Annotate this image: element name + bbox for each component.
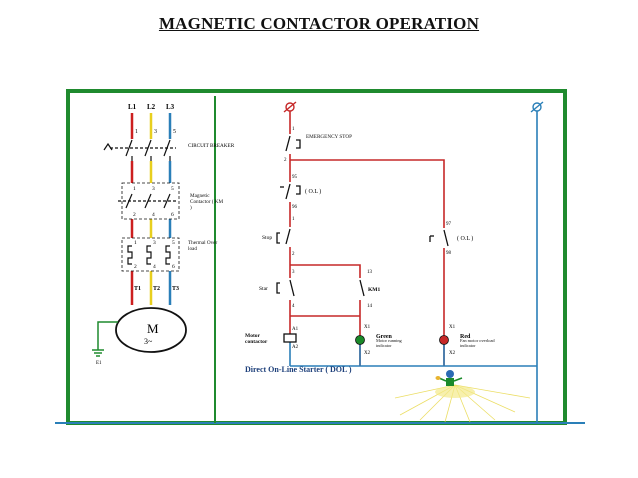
mc-terminal-2: 2 bbox=[133, 212, 136, 218]
thermal-overload: 1 3 5 2 4 6 bbox=[121, 237, 180, 272]
overload-no-contact bbox=[429, 228, 452, 248]
terminal-5: 5 bbox=[173, 129, 176, 135]
node-97: 97 bbox=[446, 222, 452, 227]
stop-button bbox=[276, 227, 298, 247]
mc-terminal-4: 4 bbox=[152, 212, 155, 218]
mc-terminal-1: 1 bbox=[133, 186, 136, 192]
ol-terminal-2: 2 bbox=[134, 264, 137, 270]
phase-label-l2: L2 bbox=[147, 103, 156, 111]
node-4: 4 bbox=[292, 304, 295, 309]
ol-label-1: ( O.L ) bbox=[305, 188, 321, 195]
green-lamp bbox=[355, 335, 365, 345]
cartoon-lightbulb-decoration bbox=[394, 370, 531, 423]
phase-label-l3: L3 bbox=[166, 103, 175, 111]
node-x1-red: X1 bbox=[449, 325, 456, 330]
node-95: 95 bbox=[292, 175, 298, 180]
node-96: 96 bbox=[292, 205, 298, 210]
node-a1: A1 bbox=[292, 327, 299, 332]
motor-terminal-t3: T3 bbox=[172, 286, 179, 292]
node-3: 3 bbox=[292, 270, 295, 275]
circuit-breaker-label: CIRCUIT BREAKER bbox=[188, 143, 235, 149]
red-desc: Fan motor overload indicator bbox=[460, 339, 495, 348]
ol-terminal-1: 1 bbox=[134, 240, 137, 246]
start-button bbox=[276, 278, 298, 300]
motor-terminal-t2: T2 bbox=[153, 286, 160, 292]
start-label: Star bbox=[259, 286, 268, 292]
green-label: Green bbox=[376, 334, 393, 340]
ol-label-2: ( O.L ) bbox=[457, 235, 473, 242]
motor: M 3~ bbox=[115, 307, 187, 353]
ol-terminal-5: 5 bbox=[172, 240, 175, 246]
ol-terminal-4: 4 bbox=[153, 264, 156, 270]
terminal-3: 3 bbox=[154, 129, 157, 135]
overload-label: Thermal Over load bbox=[188, 240, 218, 252]
circuit-breaker-switches bbox=[103, 139, 179, 161]
control-circuit: 1 EMERGENCY STOP 2 95 ( O.L ) 96 1 Stop … bbox=[245, 101, 544, 423]
overload-contact bbox=[280, 182, 301, 202]
green-desc: Motor running indicator bbox=[376, 339, 402, 348]
dol-caption: Direct On-Line Starter ( DOL ) bbox=[245, 365, 352, 374]
emergency-stop-switch bbox=[283, 134, 301, 154]
node-a2: A2 bbox=[292, 345, 299, 350]
node-x2-red: X2 bbox=[449, 351, 456, 356]
earth-ground bbox=[92, 321, 118, 357]
km1-label: KM1 bbox=[368, 287, 380, 293]
node-1-top: 1 bbox=[292, 127, 295, 132]
node-2: 2 bbox=[284, 158, 287, 163]
node-14: 14 bbox=[367, 304, 373, 309]
motor-terminal-t1: T1 bbox=[134, 286, 141, 292]
node-1-stop: 1 bbox=[292, 217, 295, 222]
ol-terminal-3: 3 bbox=[153, 240, 156, 246]
node-13: 13 bbox=[367, 270, 373, 275]
km1-contact bbox=[352, 278, 368, 300]
contactor-label: Magnetic Contactor ( KM ) bbox=[190, 193, 224, 211]
red-label: Red bbox=[460, 334, 471, 340]
mc-terminal-3: 3 bbox=[152, 186, 155, 192]
contactor-coil bbox=[283, 333, 297, 343]
mc-terminal-6: 6 bbox=[171, 212, 174, 218]
magnetic-contactor: 1 3 5 2 4 6 bbox=[118, 182, 180, 220]
motor-contactor-label: Motor contactor bbox=[245, 333, 268, 345]
power-circuit: L1 L2 L3 1 3 5 CIRCUIT BREAKER bbox=[92, 103, 235, 366]
emergency-stop-label: EMERGENCY STOP bbox=[306, 134, 352, 140]
node-98: 98 bbox=[446, 251, 452, 256]
node-x2-green: X2 bbox=[364, 351, 371, 356]
red-lamp bbox=[439, 335, 449, 345]
terminal-1: 1 bbox=[135, 129, 138, 135]
node-2-stop: 2 bbox=[292, 252, 295, 257]
motor-symbol: M bbox=[147, 321, 159, 336]
node-x1-green: X1 bbox=[364, 325, 371, 330]
motor-phase: 3~ bbox=[144, 337, 153, 346]
ol-terminal-6: 6 bbox=[172, 264, 175, 270]
earth-label: E1 bbox=[96, 361, 102, 366]
stop-label: Stop bbox=[262, 235, 272, 241]
mc-terminal-5: 5 bbox=[171, 186, 174, 192]
phase-label-l1: L1 bbox=[128, 103, 137, 111]
page-title: MAGNETIC CONTACTOR OPERATION bbox=[158, 14, 480, 33]
